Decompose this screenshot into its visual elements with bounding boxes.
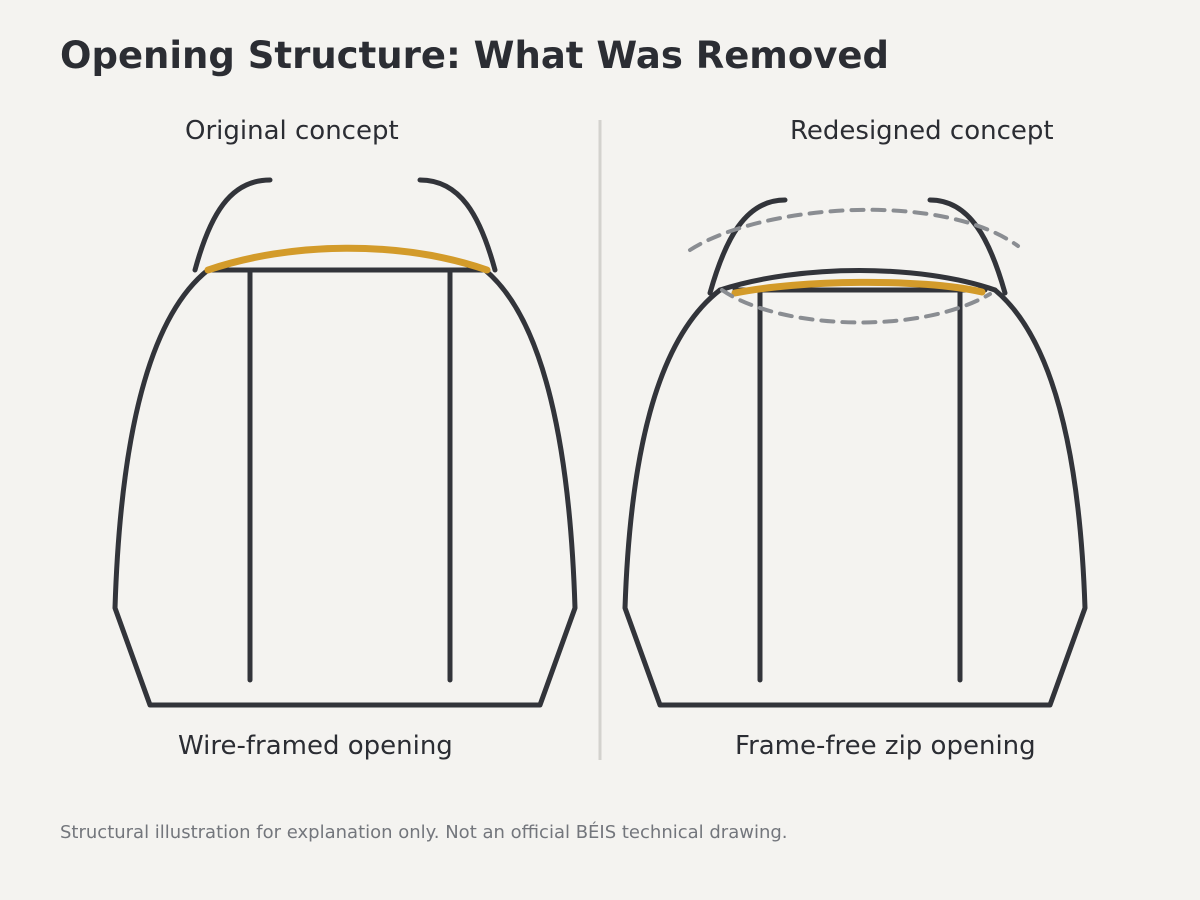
original-wire-frame: [204, 244, 491, 274]
left-panel-caption: Wire-framed opening: [178, 731, 453, 761]
original-bag-illustration: [112, 177, 578, 708]
original-right-flap: [417, 177, 498, 273]
redesigned-flex-upper-dashed-arc: [688, 207, 1020, 252]
original-bag-body-outline: [112, 267, 578, 708]
redesigned-bag-body-outline: [622, 287, 1088, 708]
redesigned-opening-arc: [717, 268, 998, 293]
redesigned-bag-illustration: [622, 197, 1088, 708]
page-title: Opening Structure: What Was Removed: [60, 34, 889, 77]
redesigned-zip-line: [731, 278, 986, 297]
original-left-flap: [192, 177, 273, 273]
right-panel-caption: Frame-free zip opening: [735, 731, 1036, 761]
right-panel-heading: Redesigned concept: [790, 116, 1054, 146]
left-panel-heading: Original concept: [185, 116, 399, 146]
footnote: Structural illustration for explanation …: [60, 822, 788, 843]
redesigned-flex-lower-dashed-arc: [720, 288, 992, 325]
